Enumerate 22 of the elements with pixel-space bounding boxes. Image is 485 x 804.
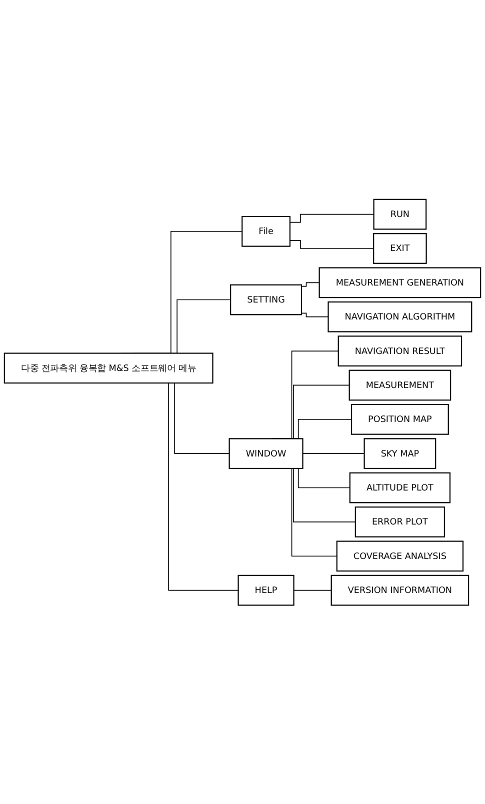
node-box: File — [242, 216, 290, 247]
node-box: 다중 전파측위 융복합 M&S 소프트웨어 메뉴 — [4, 352, 214, 384]
connector — [301, 312, 329, 317]
node-box: NAVIGATION ALGORITHM — [328, 301, 472, 332]
connector — [290, 240, 374, 249]
node-box: NAVIGATION RESULT — [338, 335, 462, 366]
node-box: POSITION MAP — [350, 404, 449, 435]
node-box: ALTITUDE PLOT — [349, 472, 451, 503]
connector — [301, 282, 320, 286]
node-box: SKY MAP — [364, 438, 436, 469]
node-box: RUN — [373, 198, 427, 230]
connector — [290, 214, 374, 222]
connector — [302, 452, 365, 454]
node-box: MEASUREMENT GENERATION — [318, 266, 482, 298]
node-box: EXIT — [373, 232, 427, 264]
node-box: VERSION INFORMATION — [330, 574, 470, 606]
node-box: ERROR PLOT — [354, 506, 446, 538]
node-box: MEASUREMENT — [348, 369, 452, 400]
node-box: COVERAGE ANALYSIS — [336, 540, 464, 572]
node-box: HELP — [238, 574, 294, 606]
node-box: WINDOW — [228, 438, 304, 469]
node-box: SETTING — [230, 284, 302, 315]
